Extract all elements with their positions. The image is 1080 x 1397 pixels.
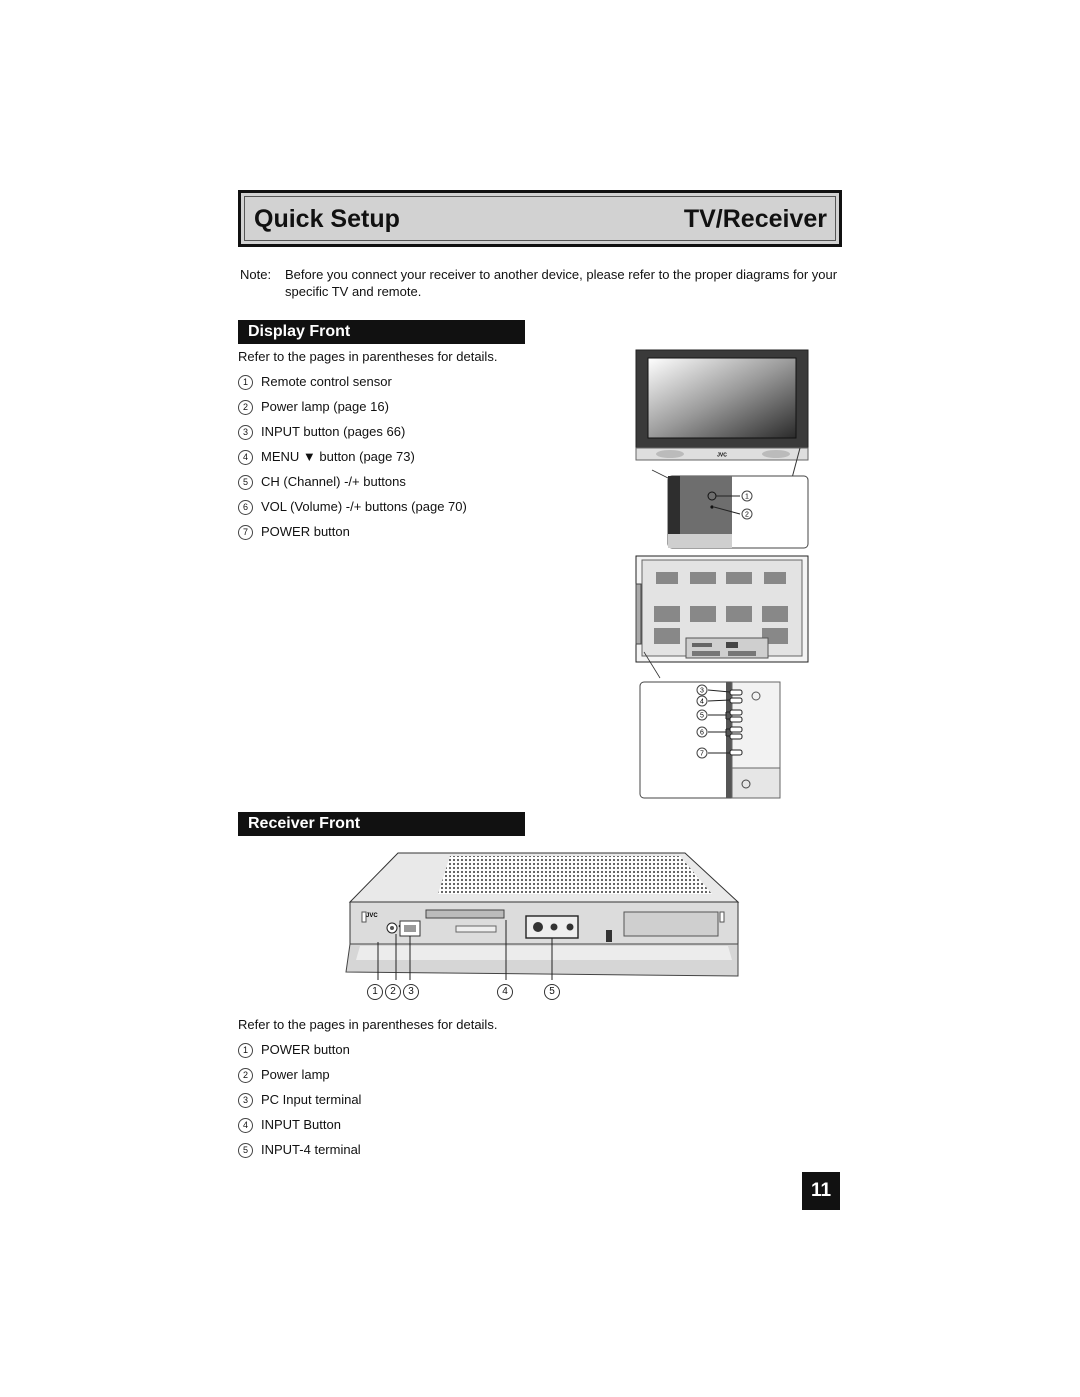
header-inner-border [244,196,836,241]
callout: 3 [403,984,419,1000]
display-front-heading: Display Front [238,320,525,344]
callout: 6 [700,730,704,737]
receiver-front-heading: Receiver Front [238,812,525,836]
receiver-callouts: 1 2 3 4 5 [364,984,564,1004]
section-subtitle: TV/Receiver [683,205,827,233]
callout: 2 [385,984,401,1000]
button-zoom: 3 4 5 6 7 [639,681,781,799]
receiver-front-intro: Refer to the pages in parentheses for de… [238,1017,498,1032]
sensor-zoom: 1 2 [667,475,809,549]
page-number: 11 [802,1172,840,1210]
callout: 1 [367,984,383,1000]
display-front-intro: Refer to the pages in parentheses for de… [238,349,498,364]
callout: 4 [700,699,704,706]
section-title: Quick Setup [254,205,400,233]
callout: 3 [700,688,704,695]
tv-rear-view [635,555,809,663]
callout: 5 [544,984,560,1000]
callout: 1 [745,494,749,501]
callout: 4 [497,984,513,1000]
note-label: Note: [240,267,272,282]
callout: 2 [745,512,749,519]
callout: 5 [700,713,704,720]
display-front-illustration: JVC 1 2 [635,349,809,799]
jvc-logo: JVC [717,453,727,459]
note-text: Before you connect your receiver to anot… [285,267,838,299]
callout: 7 [700,751,704,758]
tv-front-view: JVC [635,349,809,461]
jvc-logo: JVC [366,913,378,919]
receiver-front-illustration: JVC [345,852,740,980]
page-header: Quick Setup TV/Receiver [238,190,842,247]
